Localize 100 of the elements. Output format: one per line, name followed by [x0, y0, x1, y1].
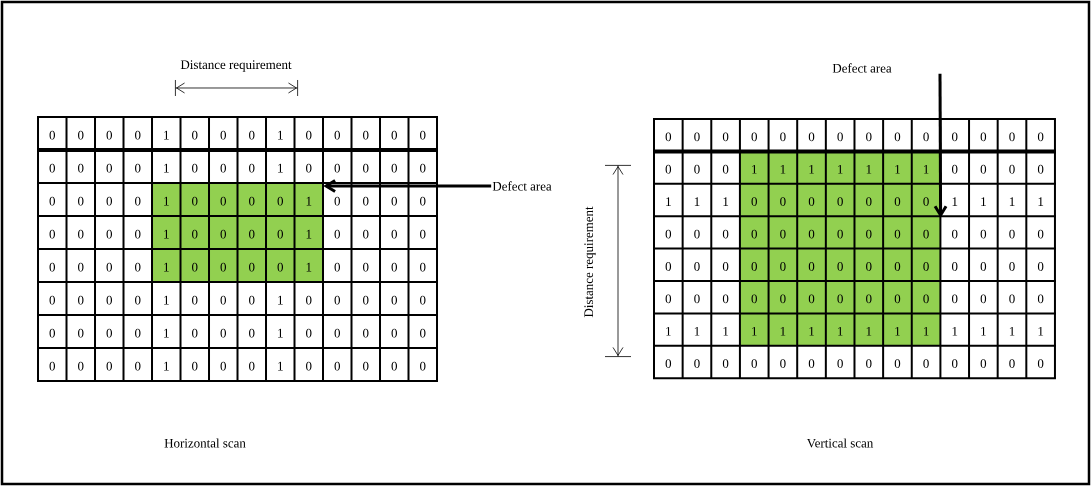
- cell-value: 1: [666, 197, 671, 206]
- cell-value: 0: [980, 359, 987, 368]
- cell-value: 0: [135, 328, 141, 338]
- cell-value: 0: [363, 295, 369, 305]
- cell-value: 1: [924, 326, 929, 336]
- cell-value: 1: [278, 361, 283, 371]
- cell-value: 0: [78, 229, 84, 239]
- callout-label: Defect area: [832, 63, 892, 73]
- cell-value: 1: [723, 326, 729, 336]
- cell-value: 1: [164, 262, 169, 272]
- cell-value: 0: [665, 132, 672, 142]
- cell-value: 1: [752, 164, 757, 174]
- cell-value: 0: [106, 163, 112, 173]
- cell-value: 0: [391, 262, 397, 272]
- cell-value: 0: [78, 295, 84, 305]
- cell-value: 1: [866, 164, 872, 174]
- caption: Vertical scan: [806, 438, 874, 448]
- cell-value: 1: [164, 229, 169, 239]
- cell-value: 0: [780, 197, 786, 206]
- cell-value: 0: [751, 262, 757, 271]
- cell-value: 0: [391, 295, 397, 305]
- cell-value: 0: [220, 262, 226, 272]
- cell-value: 0: [980, 164, 987, 174]
- cell-value: 1: [1038, 326, 1044, 336]
- cell-value: 0: [894, 229, 901, 239]
- cell-value: 0: [808, 294, 815, 304]
- cell-value: 1: [306, 229, 312, 239]
- cell-value: 0: [808, 262, 815, 271]
- cell-value: 0: [391, 163, 397, 173]
- cell-value: 0: [780, 262, 786, 271]
- cell-value: 0: [220, 130, 226, 140]
- cell-value: 0: [722, 359, 729, 368]
- cell-value: 0: [751, 229, 757, 239]
- cell-value: 0: [49, 196, 55, 206]
- cell-value: 0: [78, 328, 84, 338]
- cell-value: 0: [808, 197, 815, 206]
- cell-value: 1: [780, 326, 786, 336]
- cell-value: 0: [722, 132, 729, 142]
- cell-value: 0: [420, 262, 426, 272]
- cell-value: 0: [363, 328, 369, 338]
- cell-value: 0: [78, 262, 84, 272]
- cell-value: 0: [306, 328, 312, 338]
- cell-value: 1: [981, 197, 986, 206]
- cell-value: 1: [306, 196, 312, 206]
- cell-value: 0: [135, 163, 141, 173]
- cell-value: 0: [363, 163, 369, 173]
- cell-value: 0: [192, 130, 198, 140]
- cell-value: 1: [838, 164, 843, 174]
- cell-value: 1: [278, 295, 283, 305]
- cell-value: 0: [363, 361, 369, 371]
- cell-value: 0: [420, 361, 426, 371]
- cell-value: 0: [694, 359, 700, 368]
- cell-value: 0: [420, 130, 426, 140]
- cell-value: 0: [192, 295, 198, 305]
- cell-value: 0: [665, 262, 672, 271]
- cell-value: 0: [837, 359, 843, 368]
- cell-value: 0: [49, 130, 55, 140]
- cell-value: 0: [249, 328, 255, 338]
- cell-value: 0: [106, 361, 112, 371]
- cell-value: 0: [923, 359, 929, 368]
- cell-value: 0: [1009, 262, 1015, 271]
- cell-value: 0: [694, 229, 700, 239]
- cell-value: 0: [49, 262, 55, 272]
- cell-value: 0: [866, 294, 872, 304]
- cell-value: 0: [780, 359, 786, 368]
- cell-value: 0: [249, 262, 255, 272]
- cell-value: 0: [334, 328, 340, 338]
- cell-value: 1: [981, 326, 986, 336]
- cell-value: 0: [391, 328, 397, 338]
- cell-value: 0: [249, 295, 255, 305]
- cell-value: 0: [665, 229, 672, 239]
- cell-value: 0: [837, 197, 843, 206]
- cell-value: 0: [694, 262, 700, 271]
- cell-value: 1: [1038, 197, 1044, 206]
- cell-value: 0: [249, 229, 255, 239]
- cell-value: 1: [895, 326, 900, 336]
- cell-value: 0: [1037, 132, 1044, 142]
- cell-value: 0: [391, 196, 397, 206]
- cell-value: 0: [694, 132, 700, 142]
- cell-value: 0: [49, 229, 55, 239]
- cell-value: 0: [923, 229, 929, 239]
- cell-value: 0: [192, 361, 198, 371]
- cell-value: 0: [78, 130, 84, 140]
- cell-value: 0: [808, 229, 815, 239]
- cell-value: 0: [866, 262, 872, 271]
- cell-value: 0: [135, 295, 141, 305]
- cell-value: 0: [277, 196, 283, 206]
- cell-value: 0: [780, 294, 786, 304]
- dimension-label: Distance requirement: [180, 60, 292, 72]
- cell-value: 1: [164, 196, 169, 206]
- cell-value: 0: [249, 361, 255, 371]
- callout-label: Defect area: [492, 181, 552, 191]
- cell-value: 0: [277, 229, 283, 239]
- cell-value: 1: [694, 197, 700, 206]
- cell-value: 0: [420, 196, 426, 206]
- arrow: [933, 73, 948, 219]
- dimension-label: Distance requirement: [584, 206, 596, 318]
- cell-value: 0: [1009, 294, 1015, 304]
- cell-value: 0: [49, 361, 55, 371]
- cell-value: 0: [923, 132, 929, 142]
